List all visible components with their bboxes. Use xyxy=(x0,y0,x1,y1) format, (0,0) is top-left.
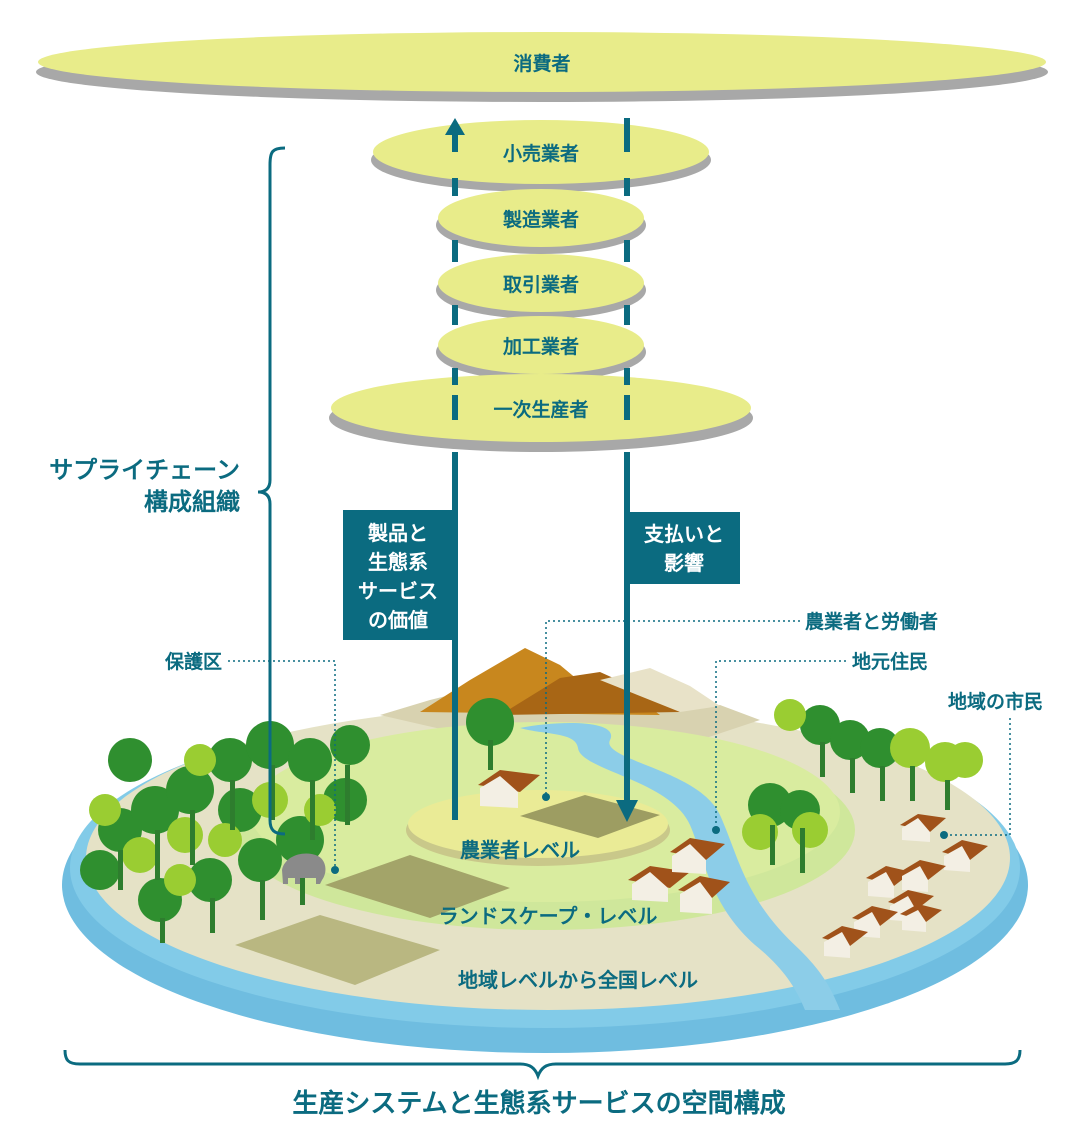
trees-landscape xyxy=(466,698,983,873)
side-label-line-2: 構成組織 xyxy=(144,488,240,516)
landscape-level-label: ランドスケープ・レベル xyxy=(439,904,658,928)
primary-producer-disc xyxy=(331,374,751,442)
town-house-icon xyxy=(822,814,988,958)
forest-protected-area xyxy=(80,721,370,943)
supply-chain-bracket xyxy=(257,146,286,836)
farm-house-icon xyxy=(478,770,540,808)
farm-level-label: 農業者レベル xyxy=(460,838,580,862)
manufacturer-label: 製造業者 xyxy=(502,208,579,231)
consumer-label: 消費者 xyxy=(513,52,570,75)
callout-regional-citizens: 地域の市民 xyxy=(940,690,1043,839)
products-box-line-3: サービス xyxy=(358,579,438,603)
regional-national-level-label: 地域レベルから全国レベル xyxy=(458,968,698,992)
side-label-line-1: サプライチェーン xyxy=(49,456,240,484)
payments-box-line-1: 支払いと xyxy=(644,522,724,546)
callout-protected-area: 保護区 xyxy=(164,650,339,874)
trader-disc xyxy=(438,254,644,312)
payments-impacts-box: 支払いと 影響 xyxy=(628,512,740,584)
up-arrow-head xyxy=(445,118,465,135)
callout-regional-citizens-label: 地域の市民 xyxy=(948,690,1043,713)
consumer-disc xyxy=(38,32,1046,92)
products-box-line-4: の価値 xyxy=(368,608,428,632)
retailer-label: 小売業者 xyxy=(503,142,579,165)
products-box-line-2: 生態系 xyxy=(368,550,428,574)
processor-label: 加工業者 xyxy=(502,335,579,358)
down-arrow-head xyxy=(616,800,638,822)
callout-local-residents-label: 地元住民 xyxy=(852,650,928,673)
landscape-field xyxy=(325,855,510,918)
spatial-bracket xyxy=(63,1049,1022,1081)
manufacturer-disc xyxy=(438,189,644,247)
footer-title: 生産システムと生態系サービスの空間構成 xyxy=(292,1088,785,1119)
regional-field xyxy=(235,915,440,985)
river xyxy=(520,723,840,1010)
supply-chain-stack: 消費者 小売業者 製造業者 取引業者 加工業者 一次生産者 xyxy=(36,32,1048,452)
mountain-right xyxy=(500,672,680,715)
products-box-line-1: 製品と xyxy=(368,521,428,545)
callout-farmers-workers: 農業者と労働者 xyxy=(542,610,938,801)
callout-local-residents: 地元住民 xyxy=(712,650,928,834)
callout-protected-area-label: 保護区 xyxy=(164,650,222,673)
processor-disc xyxy=(438,316,644,374)
village-house-icon xyxy=(628,838,730,914)
elephant-icon xyxy=(282,853,326,884)
flow-arrows xyxy=(445,118,638,822)
primary-producer-label: 一次生産者 xyxy=(493,398,588,421)
trader-label: 取引業者 xyxy=(503,273,579,296)
callout-farmers-workers-label: 農業者と労働者 xyxy=(805,610,938,633)
houses xyxy=(478,770,988,958)
products-value-box: 製品と 生態系 サービス の価値 xyxy=(343,510,453,640)
payments-box-line-2: 影響 xyxy=(664,551,704,575)
